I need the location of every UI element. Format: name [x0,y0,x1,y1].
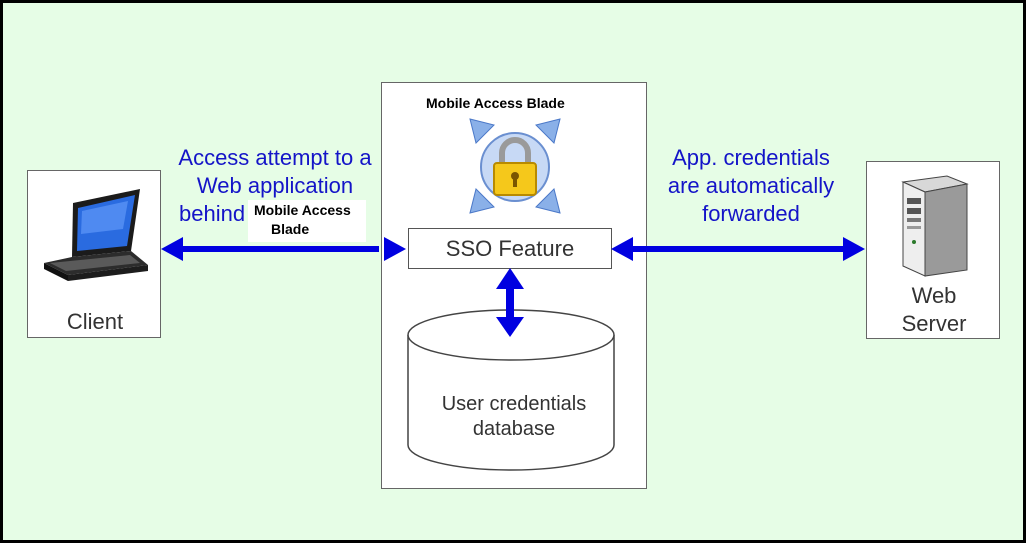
arrows-layer [161,237,865,337]
web-server-label: Web Server [867,282,1001,338]
web-server-label-line1: Web [911,283,957,308]
sso-feature-label: SSO Feature [445,236,575,261]
sso-database-arrow [496,268,524,337]
database-label-line1: User credentials [441,393,587,415]
overlay-label-line2: Blade [271,221,310,237]
access-text-line3: behind [179,201,246,226]
client-sso-arrow [161,237,406,261]
client-label: Client [66,309,124,334]
web-server-label-line2: Server [901,311,967,336]
laptop-icon [44,189,148,281]
forward-text-line2: are automatically [667,173,835,198]
credentials-forward-text: App. credentials are automatically forwa… [645,144,857,228]
sso-server-arrow [611,237,865,261]
access-text-line1: Access attempt to a [178,145,372,170]
web-server-box: Web Server [866,161,1000,339]
access-text-line2: Web application [196,173,354,198]
overlay-blade-label: Mobile Access Blade [248,200,366,242]
database-label: User credentials database [408,392,620,442]
forward-text-line3: forwarded [702,201,800,226]
client-box: Client [27,170,161,338]
blade-title: Mobile Access Blade [426,95,565,111]
overlay-label-line1: Mobile Access [254,202,351,218]
server-tower-icon [901,175,969,277]
access-attempt-text: Access attempt to a Web application behi… [159,144,391,228]
padlock-icon [469,118,561,214]
sso-feature-box: SSO Feature [408,228,612,269]
forward-text-line1: App. credentials [672,145,830,170]
database-label-line2: database [472,418,556,440]
